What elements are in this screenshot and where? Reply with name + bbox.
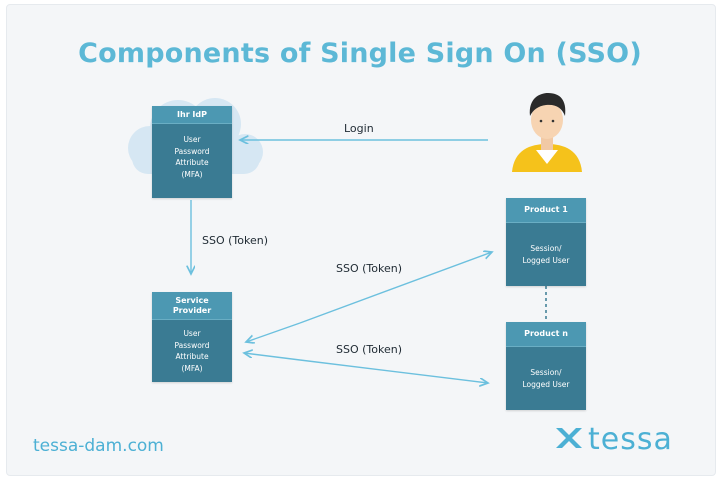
productn-line: Logged User [522,379,570,389]
productn-header: Product n [506,322,586,347]
user-icon [512,93,582,172]
service-provider-line: Password [174,340,210,350]
product1-line: Session/ [530,244,562,253]
sso-token-upper-arrow-b [246,322,301,342]
service-provider-body: User Password Attribute (MFA) [152,320,232,374]
product1-line: Logged User [522,255,570,265]
idp-line: Password [174,146,210,156]
productn-box: Product n Session/ Logged User [506,322,586,410]
service-provider-header-line: Provider [172,306,212,315]
brand-wordmark: tessa [588,422,673,457]
website-link[interactable]: tessa-dam.com [33,436,164,456]
idp-line: User [183,135,201,144]
service-provider-box: Service Provider User Password Attribute… [152,292,232,382]
productn-line: Session/ [530,368,562,377]
product1-body: Session/ Logged User [506,223,586,266]
idp-header: Ihr IdP [152,106,232,124]
service-provider-header: Service Provider [152,292,232,320]
service-provider-line: (MFA) [181,363,203,373]
product1-header: Product 1 [506,198,586,223]
sso-token-lower-arrow-a [299,359,488,383]
sso-token-down-label: SSO (Token) [202,234,268,247]
product1-box: Product 1 Session/ Logged User [506,198,586,286]
idp-body: User Password Attribute (MFA) [152,124,232,180]
sso-token-upper-label: SSO (Token) [336,262,402,275]
sso-token-upper-arrow-a [299,252,492,324]
sso-token-lower-arrow-b [244,353,301,361]
productn-body: Session/ Logged User [506,347,586,390]
diagram-title: Components of Single Sign On (SSO) [78,38,642,69]
service-provider-header-line: Service [175,296,209,305]
login-label: Login [344,122,374,135]
tessa-logo-icon [556,428,582,448]
sso-token-lower-label: SSO (Token) [336,343,402,356]
idp-box: Ihr IdP User Password Attribute (MFA) [152,106,232,198]
diagram-canvas [6,4,716,476]
service-provider-line: Attribute [175,352,209,361]
service-provider-line: User [183,329,201,338]
idp-line: Attribute [175,158,209,167]
idp-line: (MFA) [181,169,203,179]
